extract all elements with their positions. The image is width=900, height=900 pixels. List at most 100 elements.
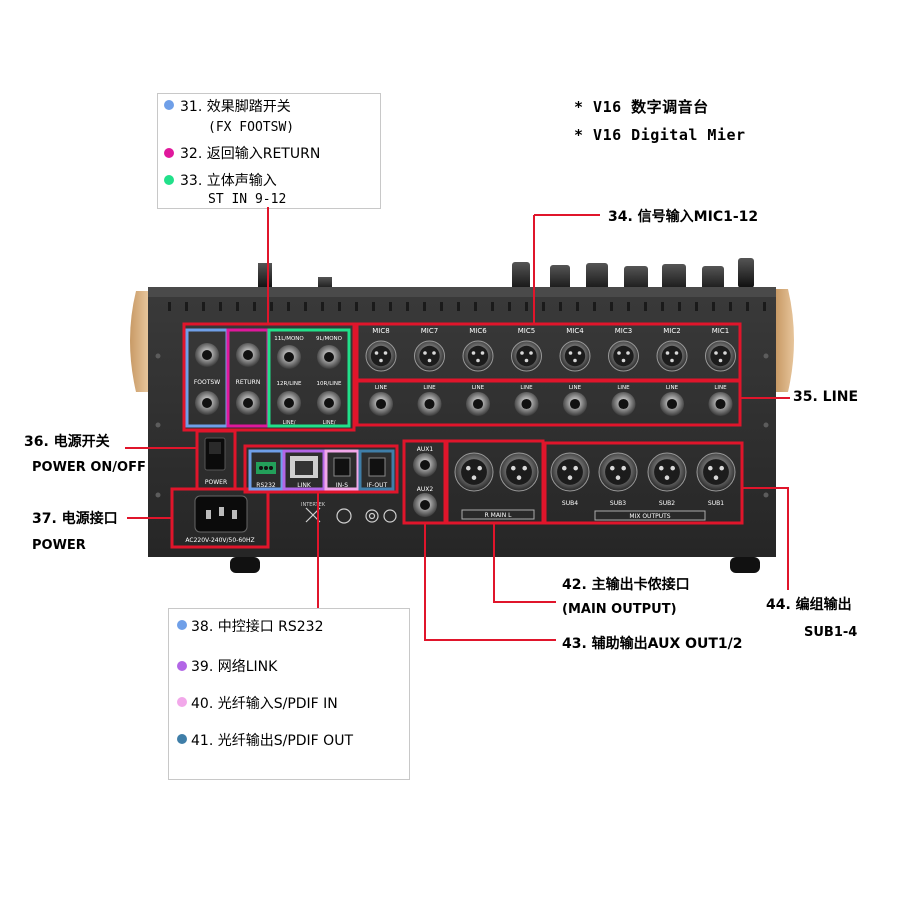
sub-xlr-output[interactable]	[696, 452, 736, 492]
line-inputs-box	[355, 379, 742, 427]
callout-35: 35. LINE	[793, 389, 859, 405]
st-12-label: 12R/LINE	[277, 381, 302, 387]
spdif-out-port[interactable]	[368, 457, 386, 477]
mic-xlr-jack[interactable]	[511, 340, 542, 372]
vent-slot	[746, 302, 749, 311]
mic-xlr-jack[interactable]	[705, 340, 736, 372]
st-11-label: 11L/MONO	[274, 336, 304, 342]
vent-slot	[457, 302, 460, 311]
vent-slot	[304, 302, 307, 311]
vent-slot	[729, 302, 732, 311]
sub-label: SUB2	[659, 500, 675, 507]
spdif-in-label: IN-S	[336, 482, 348, 489]
mic-label: MIC6	[469, 327, 487, 335]
mic-label: MIC2	[663, 327, 680, 335]
line-jack[interactable]	[417, 392, 442, 416]
main-xlr-output[interactable]	[454, 452, 494, 492]
line-label: LINE	[714, 385, 727, 391]
line-label: LINE	[375, 385, 388, 391]
line-label: LINE	[569, 385, 582, 391]
vent-slot	[287, 302, 290, 311]
main-label: R MAIN L	[485, 512, 513, 519]
left-wood-cheek	[130, 291, 148, 392]
mix-outputs-label: MIX OUTPUTS	[629, 513, 670, 520]
mic-label: MIC1	[712, 327, 729, 335]
spdif-out-label: IF-OUT	[367, 482, 388, 489]
callout-44-sub: SUB1-4	[804, 625, 858, 640]
vent-slot	[508, 302, 511, 311]
main-xlr-output[interactable]	[499, 452, 539, 492]
vent-slot	[423, 302, 426, 311]
legend-dot-33	[164, 175, 174, 185]
mic-xlr-jack[interactable]	[414, 340, 445, 372]
vent-slot	[491, 302, 494, 311]
foot-right	[730, 557, 760, 573]
line-jack[interactable]	[514, 392, 539, 416]
return-jacks	[236, 343, 260, 415]
legend-item-33: 33. 立体声输入	[180, 173, 277, 189]
callout-36-sub: POWER ON/OFF	[32, 460, 146, 475]
sub-label: SUB4	[562, 500, 578, 507]
mic-xlr-jack[interactable]	[365, 340, 397, 372]
note-title-cn: * V16 数字调音台	[574, 98, 709, 116]
st-10-label: 10R/LINE	[317, 381, 342, 387]
legend-dot-41	[177, 734, 187, 744]
line-jack[interactable]	[563, 392, 587, 416]
bottom-legend: 38. 中控接口 RS232 39. 网络LINK 40. 光纤输入S/PDIF…	[168, 608, 410, 780]
vent-slot	[712, 302, 715, 311]
vent-slot	[321, 302, 324, 311]
mic-xlr-jack[interactable]	[462, 340, 494, 372]
vent-slot	[627, 302, 630, 311]
legend-item-40: 40. 光纤输入S/PDIF IN	[191, 696, 338, 712]
line-jack[interactable]	[369, 392, 393, 416]
intertek-label: INTERTEK	[301, 502, 326, 508]
rs232-box	[248, 449, 284, 491]
vent-slot	[695, 302, 698, 311]
legend-item-41: 41. 光纤输出S/PDIF OUT	[191, 733, 353, 749]
vent-slot	[219, 302, 222, 311]
legend-item-31: 31. 效果脚踏开关	[180, 99, 291, 115]
vent-slot	[355, 302, 358, 311]
vent-slot	[185, 302, 188, 311]
mic-label: MIC3	[615, 327, 632, 335]
mic-label: MIC7	[421, 327, 438, 335]
line-jack[interactable]	[660, 392, 684, 416]
legend-sub-31: (FX FOOTSW)	[208, 120, 295, 135]
mic-label: MIC5	[518, 327, 535, 335]
rs232-label: RS232	[256, 482, 276, 489]
vent-slot	[440, 302, 443, 311]
vent-slot	[593, 302, 596, 311]
stereo-in-group-box	[267, 328, 351, 428]
line-label: LINE	[520, 385, 533, 391]
right-wood-cheek	[776, 289, 794, 392]
legend-dot-38	[177, 620, 187, 630]
line-jack[interactable]	[466, 392, 490, 416]
vent-slot	[168, 302, 171, 311]
mic-xlr-jack[interactable]	[656, 340, 688, 372]
legend-dot-39	[177, 661, 187, 671]
spdif-in-port[interactable]	[333, 457, 351, 477]
sub-xlr-output[interactable]	[598, 452, 638, 492]
line-jack[interactable]	[708, 392, 733, 416]
sub-label: SUB1	[708, 500, 724, 507]
vent-slot	[576, 302, 579, 311]
legend-dot-40	[177, 697, 187, 707]
callout-36: 36. 电源开关	[24, 434, 110, 450]
sub-label: SUB3	[610, 500, 626, 507]
mic-xlr-jack[interactable]	[608, 340, 639, 372]
vent-slot	[202, 302, 205, 311]
footsw-jacks	[195, 343, 219, 415]
mic-label: MIC8	[372, 327, 389, 335]
sub-xlr-output[interactable]	[550, 452, 590, 492]
vent-slot	[661, 302, 664, 311]
vent-slot	[525, 302, 528, 311]
vent-slot	[372, 302, 375, 311]
mic-xlr-jack[interactable]	[559, 340, 591, 372]
sub-xlr-output[interactable]	[647, 452, 687, 492]
line-jack[interactable]	[611, 392, 636, 416]
link-box	[282, 449, 326, 491]
vent-slot	[253, 302, 256, 311]
callout-37: 37. 电源接口	[32, 511, 118, 527]
legend-sub-33: ST IN 9-12	[208, 192, 287, 207]
